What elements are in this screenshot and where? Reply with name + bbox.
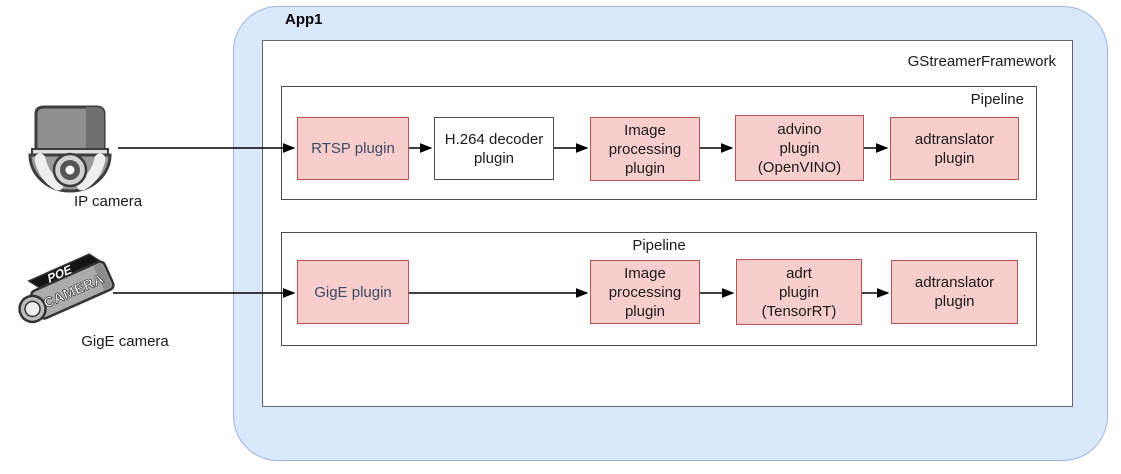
node-rtsp-plugin: RTSP plugin xyxy=(297,117,409,180)
node-advino-plugin-label: advino plugin (OpenVINO) xyxy=(757,120,842,176)
gstreamer-framework-label: GStreamerFramework xyxy=(907,53,1056,70)
box-camera-icon: POE CAMERA xyxy=(18,253,115,324)
node-image-processing-plugin-1: Image processing plugin xyxy=(590,117,700,181)
node-image-processing-plugin-1-label: Image processing plugin xyxy=(608,121,682,177)
node-h264-decoder-plugin: H.264 decoder plugin xyxy=(434,117,554,180)
node-rtsp-plugin-label: RTSP plugin xyxy=(311,140,395,157)
node-h264-decoder-plugin-label: H.264 decoder plugin xyxy=(444,130,544,167)
node-adtranslator-plugin-1: adtranslator plugin xyxy=(890,117,1019,180)
app1-label: App1 xyxy=(285,11,323,28)
node-image-processing-plugin-2-label: Image processing plugin xyxy=(608,264,682,320)
node-advino-plugin: advino plugin (OpenVINO) xyxy=(735,115,864,181)
ip-camera-label: IP camera xyxy=(73,193,143,210)
node-gige-plugin-label: GigE plugin xyxy=(314,283,392,301)
node-gige-plugin: GigE plugin xyxy=(297,260,409,324)
dome-camera-icon xyxy=(28,105,112,193)
node-adrt-plugin-label: adrt plugin (TensorRT) xyxy=(761,264,837,320)
pipeline-2-label: Pipeline xyxy=(632,237,686,254)
pipeline-1-label: Pipeline xyxy=(970,91,1024,108)
node-adtranslator-plugin-2-label: adtranslator plugin xyxy=(914,274,995,310)
node-adtranslator-plugin-2: adtranslator plugin xyxy=(891,260,1018,324)
node-image-processing-plugin-2: Image processing plugin xyxy=(590,260,700,324)
node-adtranslator-plugin-1-label: adtranslator plugin xyxy=(914,130,995,167)
node-adrt-plugin: adrt plugin (TensorRT) xyxy=(736,259,862,325)
gige-camera-label: GigE camera xyxy=(81,333,169,350)
